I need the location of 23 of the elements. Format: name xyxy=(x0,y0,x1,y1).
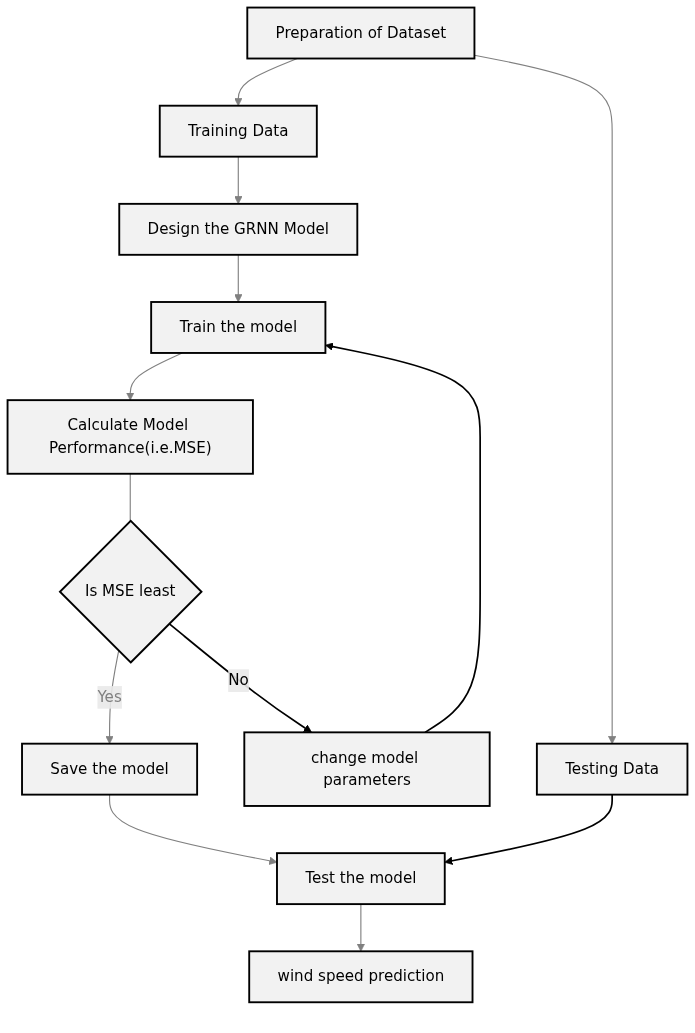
node-box: Training Data xyxy=(158,104,318,158)
node-box: Train the model xyxy=(150,301,327,354)
node-box: change model parameters xyxy=(243,731,491,807)
edge-label: No xyxy=(228,671,249,690)
node-box: Save the model xyxy=(21,742,199,796)
arrow xyxy=(126,352,183,401)
connector xyxy=(129,473,131,522)
arrow xyxy=(234,254,243,303)
node-diamond: Is MSE least xyxy=(58,519,203,664)
arrow xyxy=(444,793,613,865)
edge-label: Yes xyxy=(97,687,122,706)
node-box: wind speed prediction xyxy=(248,950,474,1004)
node-box: Testing Data xyxy=(535,742,689,796)
arrow xyxy=(356,903,365,952)
node-box: Preparation of Dataset xyxy=(246,6,476,60)
node-box: Design the GRNN Model xyxy=(118,202,359,256)
arrow xyxy=(168,622,312,733)
arrow xyxy=(473,54,617,745)
arrow xyxy=(234,156,243,205)
node-box: Calculate Model Performance(i.e.MSE) xyxy=(6,399,254,475)
node-box: Test the model xyxy=(276,852,446,906)
arrow xyxy=(325,342,481,734)
arrow xyxy=(234,57,298,107)
